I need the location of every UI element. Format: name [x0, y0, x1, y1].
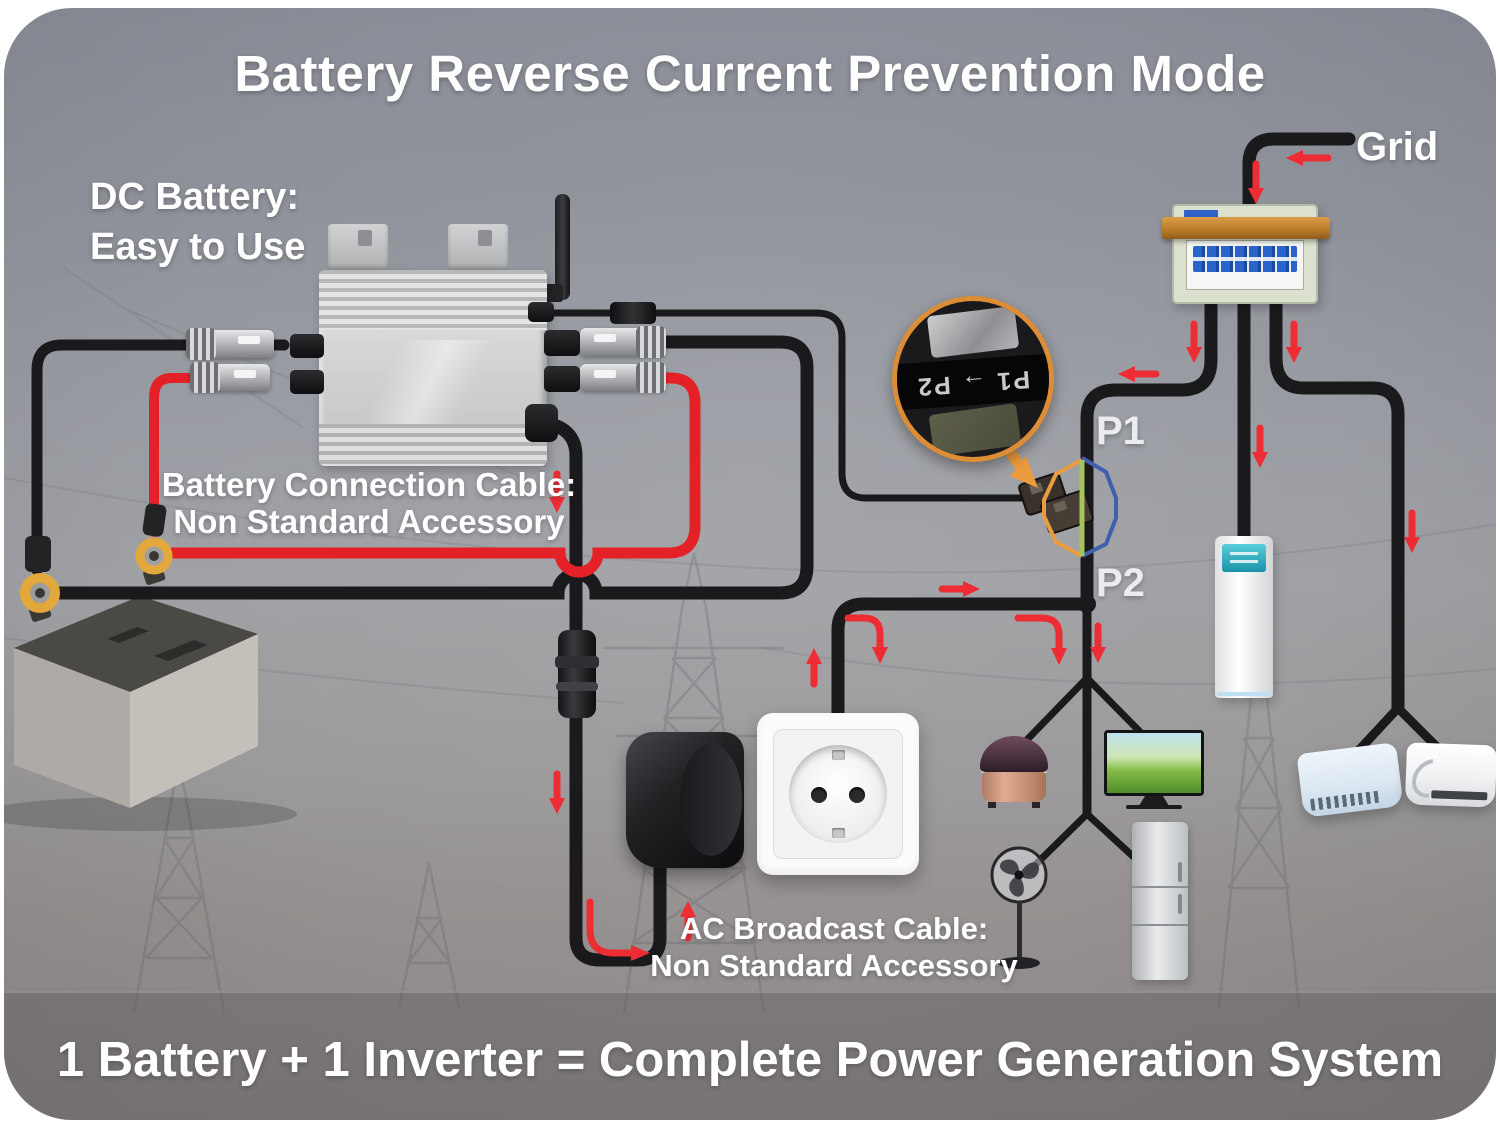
- wall-air-conditioner-icon: [1296, 742, 1404, 818]
- cooker-foot: [1032, 802, 1040, 808]
- inline-connector-small: [610, 302, 656, 324]
- stand-fan-icon: [988, 846, 1052, 974]
- ring-terminal-negative: [20, 573, 60, 613]
- dc-battery-line1: DC Battery:: [90, 176, 300, 218]
- mc4-connector-icon: [580, 362, 666, 393]
- inverter-port: [528, 302, 554, 322]
- floor-ac-display: [1222, 544, 1266, 572]
- magnifier-caption: P1 → P2: [915, 364, 1031, 401]
- p1-label: P1: [1096, 409, 1145, 453]
- tv-screen: [1107, 733, 1201, 793]
- socket-hole: [849, 787, 865, 803]
- mounting-bracket: [448, 224, 508, 270]
- battery-positive-lead: [149, 373, 197, 537]
- cooker-foot: [988, 802, 996, 808]
- ac-cable-line2: Non Standard Accessory: [650, 948, 1018, 983]
- wall-air-conditioner-icon: [1404, 742, 1496, 808]
- footer-band: [4, 991, 1496, 1120]
- mc4-connector-icon: [186, 328, 274, 360]
- battery-cable-label: Battery Connection Cable: Non Standard A…: [154, 466, 584, 540]
- connector-photo-band: P1 → P2: [897, 353, 1049, 411]
- wall-ac-vent: [1431, 790, 1488, 801]
- battery-cable-line2: Non Standard Accessory: [173, 503, 565, 540]
- rice-cooker-icon: [980, 736, 1048, 808]
- stand-fan-art: [990, 846, 1048, 969]
- fridge-handle: [1178, 894, 1182, 914]
- breaker-panel: [1186, 240, 1304, 290]
- p2-label: P2: [1096, 561, 1145, 605]
- p2-junction: [1078, 595, 1096, 613]
- mc4-connector-icon: [190, 362, 270, 393]
- cooker-lid: [980, 736, 1048, 774]
- micro-inverter: [319, 270, 547, 466]
- ring-hole: [35, 588, 45, 598]
- fridge-handle: [1178, 862, 1182, 882]
- mc4-connector-icon: [580, 326, 666, 358]
- battery-negative-lead: [31, 339, 290, 576]
- battery-cable-line1: Battery Connection Cable:: [161, 466, 577, 503]
- breaker-shelf: [1162, 217, 1330, 239]
- lug-connector: [25, 536, 51, 572]
- dc-battery-label: DC Battery: Easy to Use: [90, 172, 305, 272]
- battery-negative-loop: [51, 335, 814, 600]
- connector-photo-metal: [926, 305, 1020, 359]
- floor-ac-base: [1217, 692, 1271, 696]
- fridge-seam: [1132, 924, 1188, 926]
- lug-connector: [142, 503, 167, 537]
- ac-cable-line1: AC Broadcast Cable:: [679, 911, 989, 946]
- ac-output-cable: [533, 415, 667, 967]
- mounting-bracket: [328, 224, 388, 270]
- breaker-right-cable: [1269, 289, 1405, 715]
- magnifier-detail: P1 → P2: [892, 296, 1054, 462]
- breaker-switches: [1193, 246, 1297, 272]
- wall-socket-icon: [757, 713, 919, 875]
- breaker-left-cable: [1080, 289, 1218, 603]
- inline-connector-icon: [555, 630, 599, 718]
- tv-base: [1126, 805, 1182, 809]
- connector-photo-pad: [928, 403, 1022, 457]
- wiring-diagram: [4, 132, 1457, 967]
- tv-stand: [1139, 796, 1169, 806]
- p-connector: [1018, 456, 1118, 558]
- grid-label: Grid: [1356, 125, 1439, 169]
- page-title: Battery Reverse Current Prevention Mode: [234, 45, 1266, 102]
- inverter-port: [290, 370, 324, 394]
- grid-cable: [1242, 132, 1356, 227]
- dc-battery-line2: Easy to Use: [90, 226, 306, 268]
- battery-positive-loop: [166, 372, 701, 578]
- inverter-sheen: [329, 340, 529, 430]
- socket-ground-clip: [832, 828, 845, 838]
- ac-cable-label: AC Broadcast Cable: Non Standard Accesso…: [614, 910, 1054, 984]
- inverter-port: [290, 334, 324, 358]
- socket-feed-cable: [831, 597, 1094, 725]
- floor-air-conditioner-icon: [1215, 536, 1273, 698]
- inverter-port: [544, 366, 580, 392]
- inverter-port: [544, 330, 580, 356]
- socket-ground-clip: [832, 750, 845, 760]
- eu-plug-icon: [626, 732, 744, 868]
- diagram-card: P1 → P2: [4, 8, 1496, 1120]
- signal-cable: [545, 309, 1036, 502]
- dc-battery: [4, 566, 297, 831]
- current-flow-arrows: [549, 150, 1420, 961]
- wifi-antenna-icon: [555, 194, 570, 300]
- wall-ac-vent: [1310, 790, 1381, 811]
- television-icon: [1104, 730, 1204, 809]
- inverter-port: [525, 404, 558, 442]
- ring-terminal-positive: [135, 537, 173, 575]
- socket-hole: [811, 787, 827, 803]
- ring-hole: [149, 551, 159, 561]
- refrigerator-icon: [1132, 822, 1188, 980]
- footer-text: 1 Battery + 1 Inverter = Complete Power …: [56, 1033, 1444, 1087]
- socket-well: [789, 745, 887, 843]
- breaker-label: [1184, 210, 1218, 219]
- appliance-branches: [1013, 674, 1160, 876]
- fridge-seam: [1132, 886, 1188, 888]
- cooker-body: [982, 772, 1046, 802]
